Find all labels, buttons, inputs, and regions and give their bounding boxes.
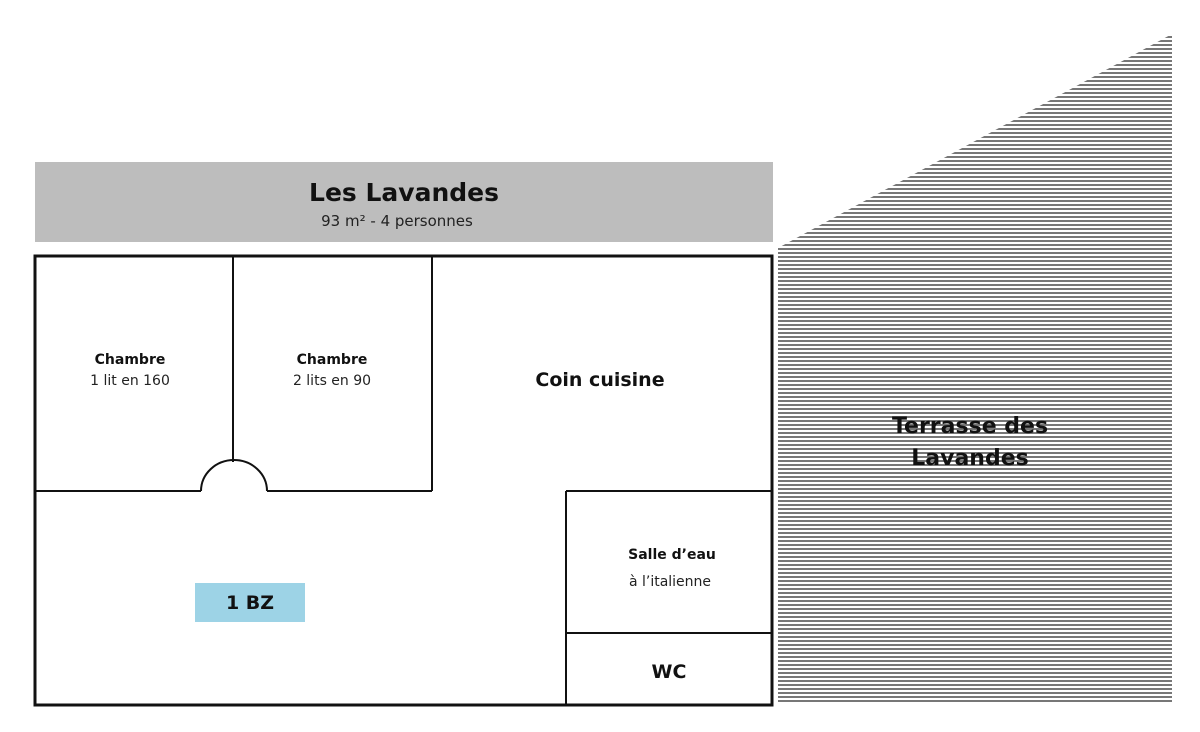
outer-wall [33,254,774,707]
bedroom-2-title: Chambre [297,352,368,368]
bedroom-1: Chambre 1 lit en 160 [90,352,170,389]
header-band: Les Lavandes 93 m² - 4 personnes [35,162,773,242]
header-background [35,162,773,242]
bathroom-detail: à l’italienne [629,574,711,590]
terrace-label-line-1: Terrasse des [892,414,1048,439]
sofa-bed-badge: 1 BZ [195,583,305,622]
bathroom: Salle d’eau à l’italienne [628,547,716,590]
bedroom-2: Chambre 2 lits en 90 [293,352,371,389]
bathroom-title: Salle d’eau [628,547,716,563]
kitchen-label: Coin cuisine [535,369,664,391]
apartment-subtitle: 93 m² - 4 personnes [321,212,473,230]
bedroom-1-detail: 1 lit en 160 [90,373,170,389]
interior-walls [35,256,772,705]
sofa-bed-badge-label: 1 BZ [226,592,274,614]
apartment-title: Les Lavandes [309,178,499,207]
door-arc [200,459,268,492]
terrace-hatch-area [778,34,1172,704]
wc-label: WC [652,661,687,683]
terrace: Terrasse des Lavandes [778,34,1172,704]
bedroom-1-title: Chambre [95,352,166,368]
sofa-bed-badge-background [195,583,305,622]
bedroom-2-detail: 2 lits en 90 [293,373,371,389]
terrace-label-line-2: Lavandes [911,446,1028,471]
